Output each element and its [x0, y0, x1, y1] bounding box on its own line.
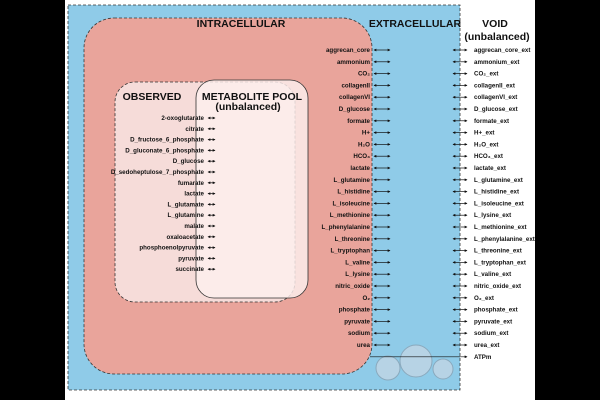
observed-metabolite-label: succinate: [175, 266, 204, 273]
metabolite-pool-region: [195, 79, 309, 299]
void-metabolite-label: L_phenylalanine_ext: [474, 236, 535, 243]
void-metabolite-label: CO₂_ext: [474, 71, 498, 78]
observed-metabolite-label: oxaloacetate: [167, 234, 205, 241]
extracellular-metabolite-label: L_glutamine: [334, 177, 371, 184]
void-metabolite-label: L_valine_ext: [474, 271, 511, 278]
void-metabolite-label: collagenVI_ext: [474, 94, 517, 101]
observed-metabolite-label: D_sedoheptulose_7_phosphate: [111, 169, 205, 176]
observed-metabolite-label: malate: [184, 223, 204, 230]
extracellular-metabolite-label: L_phenylalanine: [322, 224, 371, 231]
extracellular-metabolite-label: collagenVI: [339, 94, 370, 101]
void-metabolite-label: H+_ext: [474, 130, 494, 137]
void-metabolite-label: L_isoleucine_ext: [474, 200, 524, 207]
extracellular-metabolite-label: H₂O: [358, 141, 370, 148]
observed-header: OBSERVED: [123, 91, 182, 103]
bubble: [432, 358, 454, 380]
void-subtitle: (unbalanced): [464, 31, 529, 43]
void-metabolite-label: H₂O_ext: [474, 141, 498, 148]
pool-title: METABOLITE POOL: [202, 91, 303, 103]
extracellular-metabolite-label: phosphate: [339, 307, 371, 314]
extracellular-metabolite-label: collagenII: [341, 82, 370, 89]
void-metabolite-label: pyruvate_ext: [474, 318, 512, 325]
observed-metabolite-label: D_gluconate_6_phosphate: [125, 147, 204, 154]
observed-metabolite-label: D_glucose: [173, 158, 205, 165]
extracellular-metabolite-label: ammonium: [337, 59, 371, 66]
void-metabolite-label: ammonium_ext: [474, 59, 519, 66]
extracellular-metabolite-label: HCO₃: [353, 153, 370, 160]
void-metabolite-label: L_tryptophan_ext: [474, 259, 526, 266]
extracellular-metabolite-label: pyruvate: [344, 318, 370, 325]
extracellular-metabolite-label: formate: [347, 118, 370, 125]
bubble: [399, 344, 433, 378]
observed-metabolite-label: D_fructose_6_phosphate: [130, 137, 204, 144]
void-metabolite-label: lactate_ext: [474, 165, 506, 172]
void-metabolite-label: nitric_oxide_ext: [474, 283, 521, 290]
void-metabolite-list: aggrecan_core_ext ammonium_extCO₂_extcoll…: [370, 47, 535, 361]
void-metabolite-label: collagenII_ext: [474, 82, 515, 89]
extracellular-metabolite-label: sodium: [348, 330, 370, 337]
void-metabolite-label: L_histidine_ext: [474, 189, 519, 196]
void-metabolite-label: L_methionine_ext: [474, 224, 527, 231]
void-metabolite-label: L_lysine_ext: [474, 212, 511, 219]
extracellular-metabolite-label: D_glucose: [339, 106, 371, 113]
void-metabolite-label: urea_ext: [474, 342, 499, 349]
void-metabolite-label: L_threonine_ext: [474, 248, 522, 255]
extracellular-metabolite-label: L_threonine: [335, 236, 371, 243]
bubble: [375, 355, 401, 381]
void-title: VOID: [482, 18, 508, 30]
observed-metabolite-label: fumarate: [178, 180, 205, 187]
extracellular-metabolite-label: aggrecan_core: [326, 47, 371, 54]
void-metabolite-label: D_glucose_ext: [474, 106, 518, 113]
observed-metabolite-list: 2-oxoglutarate citrateD_fructose_6_phosph…: [111, 115, 216, 273]
extracellular-metabolite-label: L_valine: [345, 259, 370, 266]
observed-metabolite-label: L_glutamate: [168, 201, 205, 208]
observed-metabolite-label: phosphoenolpyruvate: [139, 245, 204, 252]
void-metabolite-label: O₂_ext: [474, 295, 494, 302]
void-metabolite-label: L_glutamine_ext: [474, 177, 523, 184]
extracellular-metabolite-label: CO₂: [358, 71, 370, 78]
extracellular-metabolite-label: nitric_oxide: [335, 283, 370, 290]
extracellular-metabolite-label: L_histidine: [337, 189, 370, 196]
void-metabolite-label: phosphate_ext: [474, 307, 518, 314]
observed-metabolite-label: pyruvate: [178, 255, 204, 262]
observed-metabolite-label: lactate: [184, 191, 204, 198]
void-metabolite-label: HCO₃_ext: [474, 153, 503, 160]
observed-metabolite-label: L_glutamine: [168, 212, 205, 219]
extracellular-metabolite-label: O₂: [362, 295, 370, 302]
void-metabolite-label: ATPm: [474, 354, 492, 361]
observed-metabolite-label: 2-oxoglutarate: [161, 115, 204, 122]
extracellular-metabolite-label: L_methionine: [330, 212, 371, 219]
void-metabolite-label: sodium_ext: [474, 330, 508, 337]
intracellular-header: INTRACELLULAR: [197, 18, 286, 30]
extracellular-metabolite-label: L_isoleucine: [333, 200, 371, 207]
extracellular-metabolite-label: L_tryptophan: [330, 248, 370, 255]
pool-subtitle: (unbalanced): [215, 101, 280, 113]
void-metabolite-label: formate_ext: [474, 118, 509, 125]
observed-metabolite-label: citrate: [185, 126, 204, 133]
extracellular-header: EXTRACELLULAR: [369, 18, 462, 30]
extracellular-metabolite-label: urea: [357, 342, 371, 349]
extracellular-metabolite-label: L_lysine: [345, 271, 370, 278]
void-metabolite-label: aggrecan_core_ext: [474, 47, 530, 54]
extracellular-metabolite-label: H+: [362, 130, 370, 137]
extracellular-metabolite-label: lactate: [350, 165, 370, 172]
